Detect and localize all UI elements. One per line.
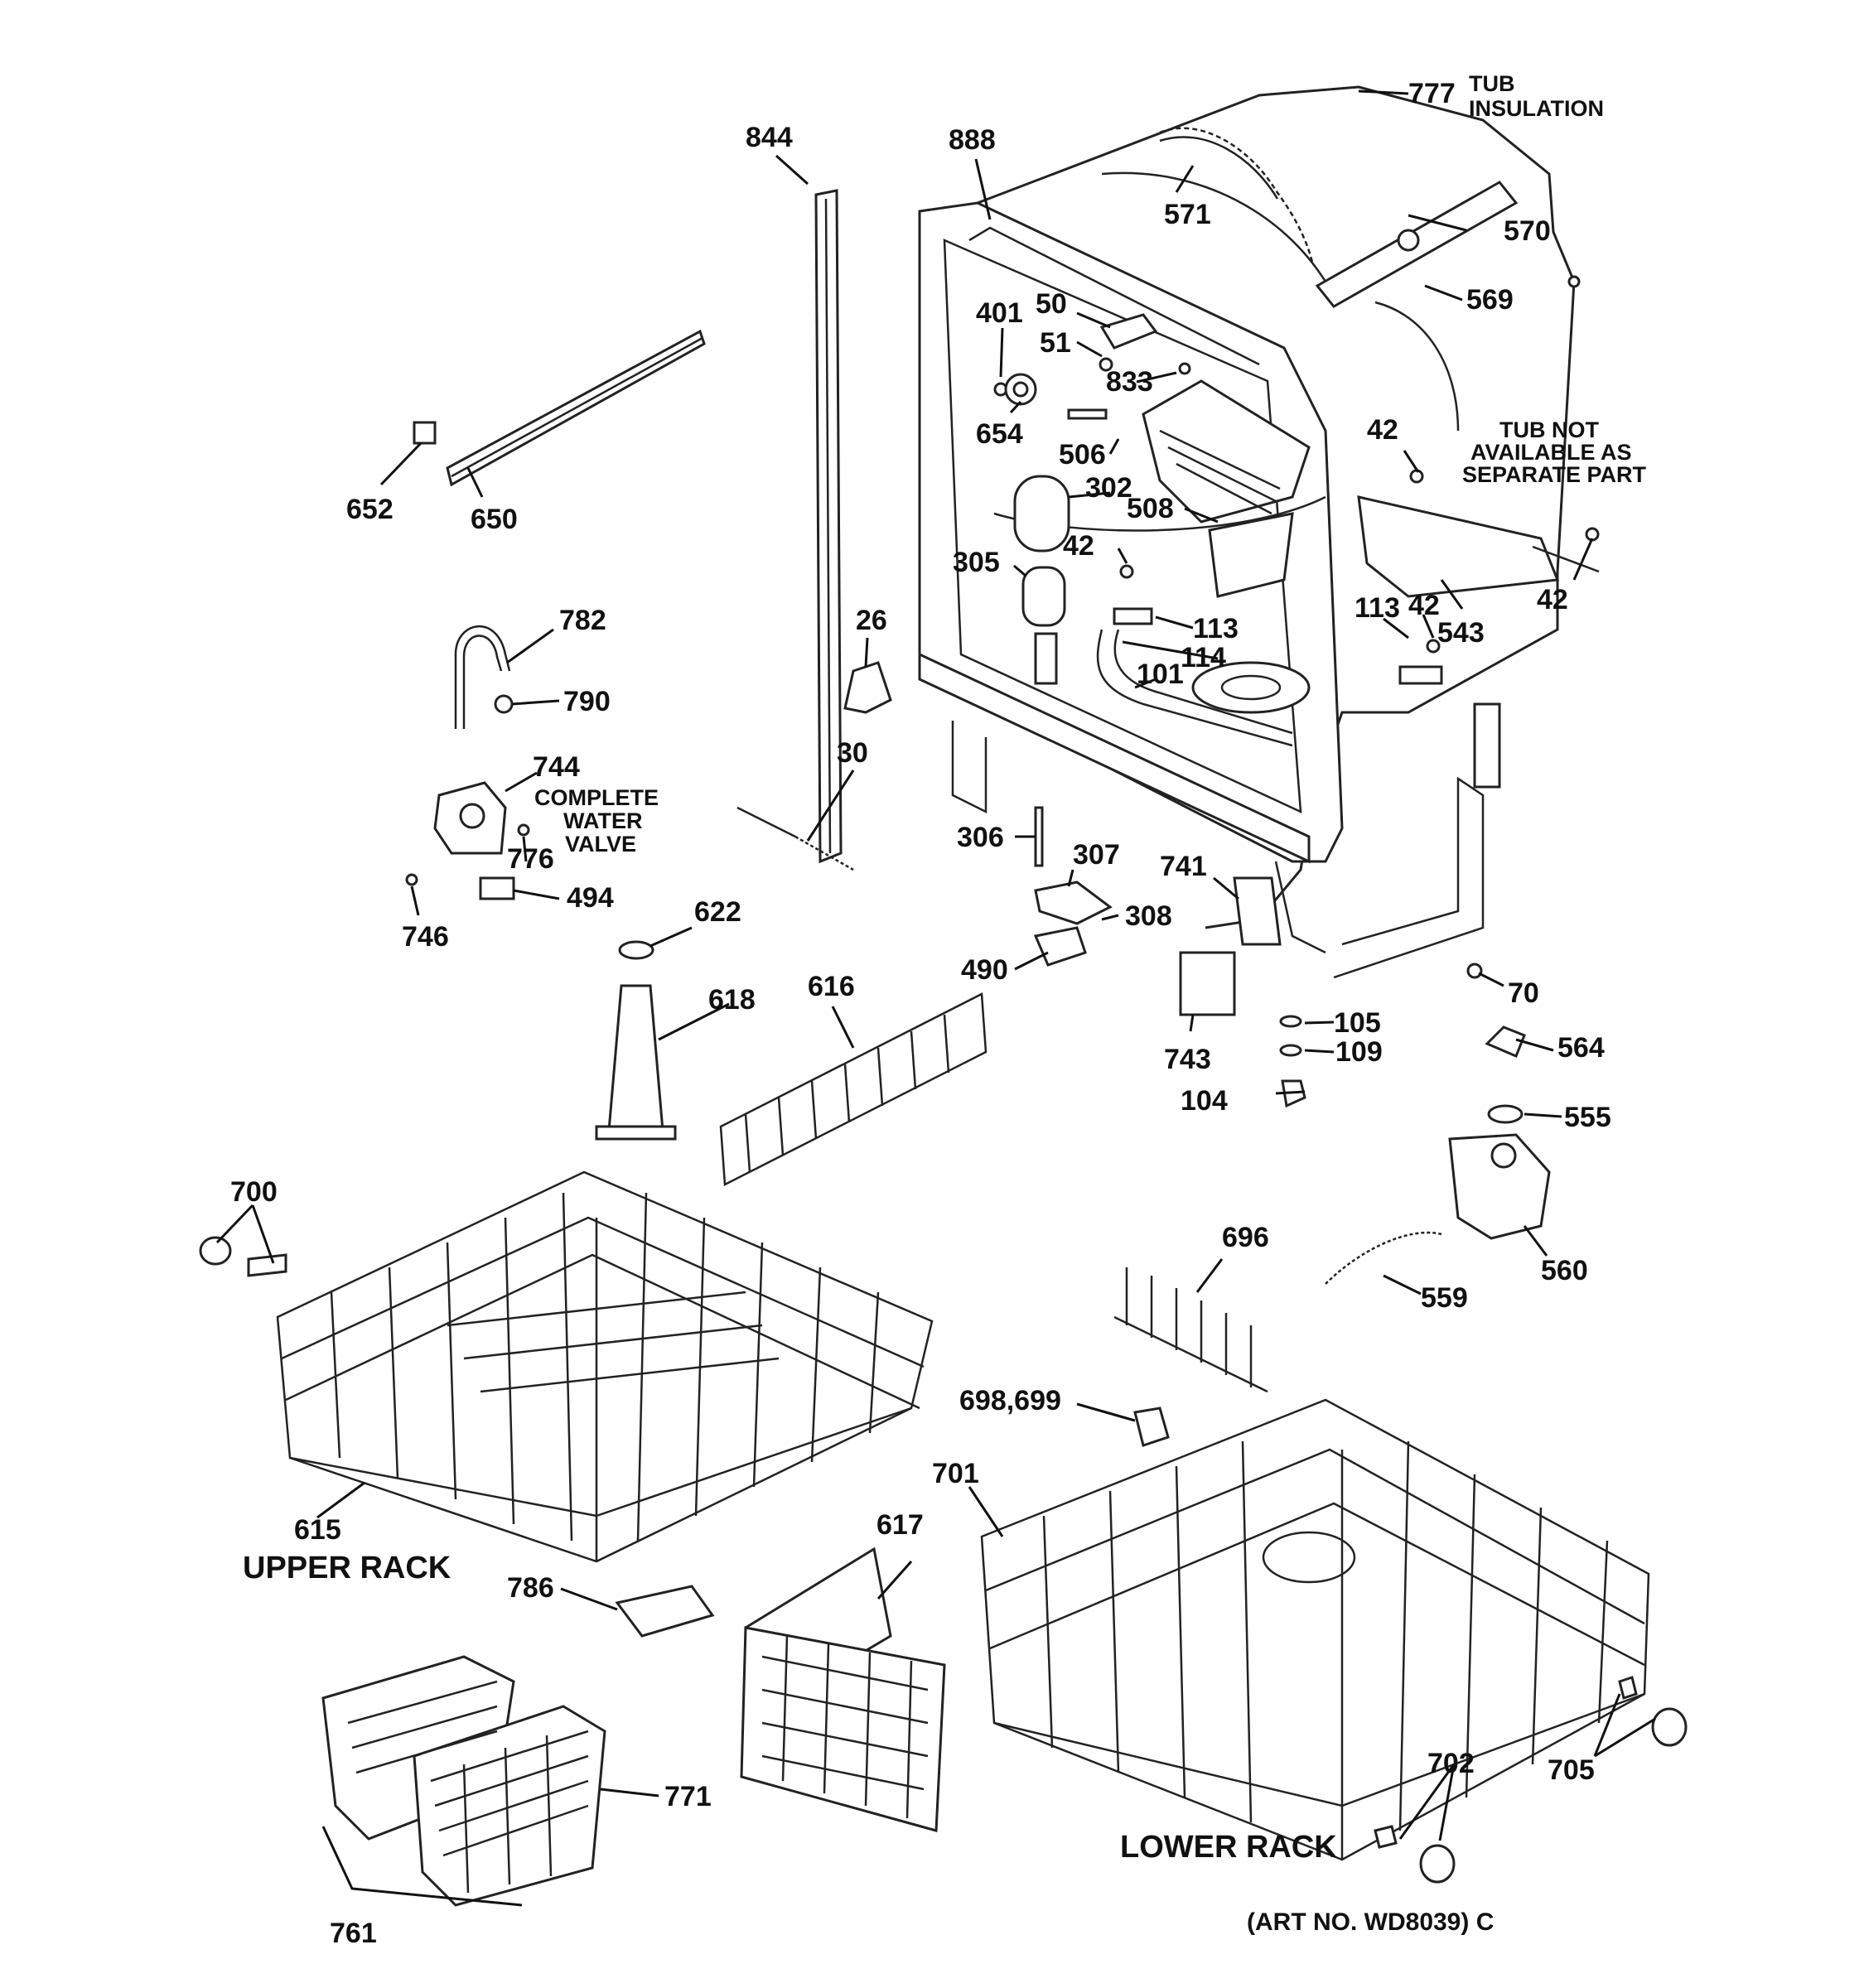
switches-306-308 [1033,806,1483,1016]
label-109: 109 [1335,1036,1383,1068]
label-761: 761 [330,1918,377,1949]
caption-tub-insulation-1: TUB [1469,71,1515,96]
label-564: 564 [1557,1032,1605,1064]
label-705: 705 [1548,1754,1595,1786]
label-701: 701 [932,1458,979,1489]
gasket-844 [814,189,843,864]
label-700: 700 [230,1176,278,1208]
label-494: 494 [567,882,614,914]
leader-lines [215,89,1656,1841]
label-741: 741 [1160,851,1207,882]
label-506: 506 [1059,439,1106,470]
clip-786 [615,1585,715,1638]
label-617: 617 [876,1509,924,1541]
label-696: 696 [1222,1222,1269,1253]
basket-617 [740,1546,946,1832]
label-30: 30 [837,737,868,769]
spring-30 [736,806,854,871]
label-114: 114 [1181,642,1226,673]
label-652: 652 [346,494,394,525]
label-615: 615 [294,1514,341,1546]
label-50: 50 [1036,288,1067,320]
label-42-d: 42 [1537,584,1568,615]
upper-rack-615 [276,1170,934,1563]
label-70: 70 [1508,977,1539,1009]
caption-valve-1: COMPLETE [534,785,659,810]
part-26 [843,661,892,714]
label-307: 307 [1073,839,1120,871]
label-305: 305 [953,547,1000,578]
caption-art-number: (ART NO. WD8039) C [1247,1908,1494,1936]
label-42-a: 42 [1063,530,1094,562]
label-570: 570 [1504,215,1551,247]
label-302: 302 [1085,472,1132,504]
label-571: 571 [1164,199,1211,230]
caption-valve-2: WATER [563,808,643,833]
caption-tub-not-1: TUB NOT [1499,417,1599,442]
label-618: 618 [708,984,756,1016]
label-306: 306 [957,822,1004,853]
basket-771 [321,1655,606,1907]
label-26: 26 [856,605,887,636]
label-888: 888 [949,124,996,156]
label-650: 650 [471,504,518,535]
label-42-c: 42 [1408,590,1440,621]
label-833: 833 [1106,366,1153,398]
rack-616 [719,992,988,1186]
label-104: 104 [1181,1085,1228,1117]
part-labels: 844 888 777 571 570 569 401 50 51 833 65… [230,78,1611,1949]
captions: TUB INSULATION TUB NOT AVAILABLE AS SEPA… [243,71,1647,1936]
lower-rack-701 [980,1398,1650,1861]
label-746: 746 [402,921,449,953]
bracket-761 [321,1826,523,1907]
label-555: 555 [1564,1102,1611,1133]
caption-lower-rack: LOWER RACK [1120,1830,1337,1865]
label-113-a: 113 [1193,613,1239,644]
label-790: 790 [563,686,611,717]
label-616: 616 [808,971,855,1002]
tub-assembly [918,85,1600,979]
label-559: 559 [1421,1282,1468,1314]
label-42-b: 42 [1367,414,1398,446]
label-744: 744 [533,751,580,783]
tower-618 [595,940,677,1141]
wheel-700 [199,1236,287,1277]
wheels-702-705 [1374,1676,1688,1884]
label-113-b: 113 [1355,592,1400,624]
label-743: 743 [1164,1044,1211,1075]
label-560: 560 [1541,1255,1588,1286]
label-777: 777 [1408,78,1456,109]
label-105: 105 [1334,1007,1381,1039]
label-543: 543 [1437,617,1485,649]
label-654: 654 [976,418,1023,450]
label-771: 771 [664,1781,712,1812]
label-844: 844 [746,122,793,153]
label-401: 401 [976,297,1023,329]
caption-upper-rack: UPPER RACK [243,1551,452,1585]
track-650 [413,329,706,487]
label-698-699: 698,699 [959,1385,1061,1416]
label-782: 782 [559,605,606,636]
pump-560 [1325,1025,1551,1285]
label-508: 508 [1127,493,1174,524]
caption-tub-not-3: SEPARATE PART [1462,462,1647,487]
tines-696 [1113,1267,1268,1447]
label-622: 622 [694,896,741,928]
caption-tub-not-2: AVAILABLE AS [1470,440,1632,465]
hose-782 [454,625,514,729]
label-786: 786 [507,1572,554,1604]
label-308: 308 [1125,900,1172,932]
label-101: 101 [1137,659,1184,690]
water-valve-744 [405,781,530,900]
label-702: 702 [1427,1748,1475,1779]
label-490: 490 [961,954,1008,986]
label-569: 569 [1466,284,1514,316]
label-776: 776 [507,843,554,875]
caption-tub-insulation-2: INSULATION [1469,96,1604,121]
label-51: 51 [1040,327,1071,359]
caption-valve-3: VALVE [565,832,636,856]
